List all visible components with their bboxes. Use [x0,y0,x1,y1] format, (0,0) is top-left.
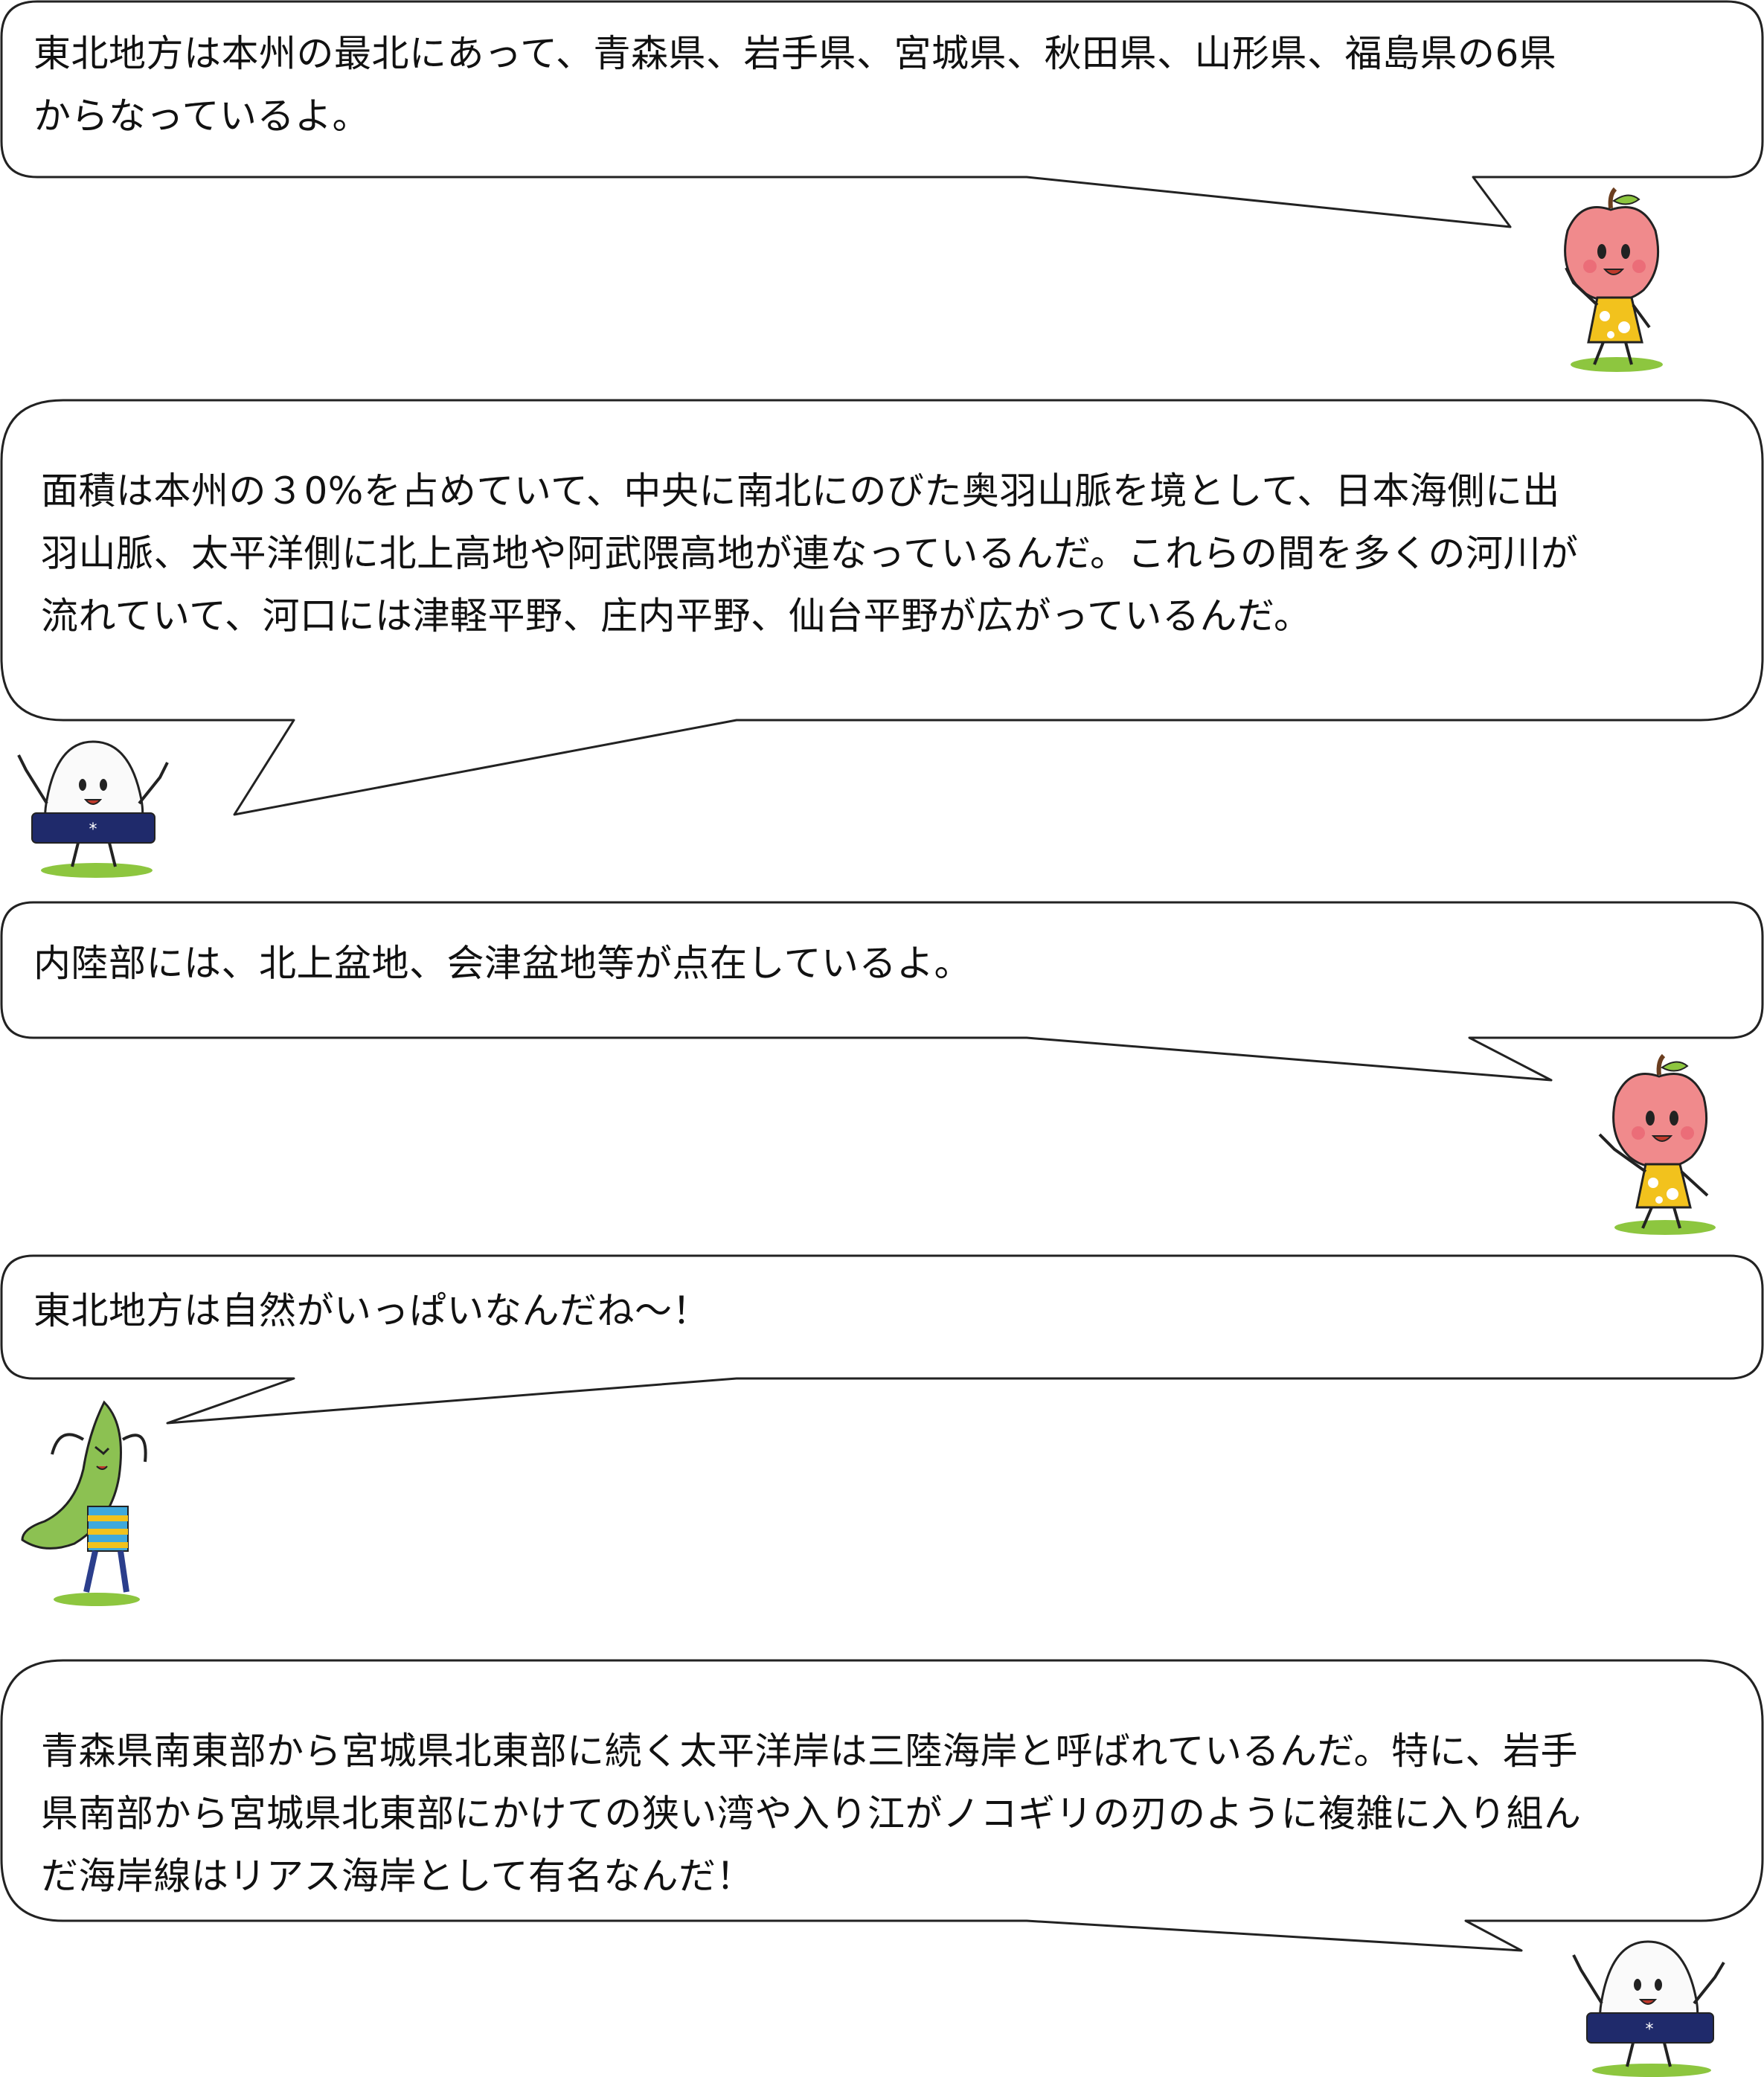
bubble-line: だ海岸線はリアス海岸として有名なんだ！ [41,1855,754,1898]
bubble-line: からなっているよ。 [33,94,370,138]
speech-bubble-1-text: 東北地方は本州の最北にあって、青森県、岩手県、宮城県、秋田県、山形県、福島県の6… [33,22,1556,147]
speech-bubble-3-text: 内陸部には、北上盆地、会津盆地等が点在しているよ。 [33,932,972,995]
bubble-line: 東北地方は自然がいっぱいなんだね～！ [33,1289,710,1332]
speech-bubble-3 [0,901,1764,1082]
svg-text:*: * [89,821,97,839]
bubble-line: 羽山脈、太平洋側に北上高地や阿武隈高地が連なっているんだ。これらの間を多くの河川… [41,532,1579,575]
speech-bubble-4 [0,1254,1764,1425]
edamame-mascot-icon [21,1400,147,1606]
speech-bubble-5 [0,1659,1764,1952]
rice-ball-mascot-icon: * [1572,1940,1725,2077]
rice-ball-mascot-icon: * [17,740,169,878]
apple-mascot-icon [1598,1053,1716,1235]
svg-text:*: * [1646,2020,1654,2039]
bubble-line: 流れていて、河口には津軽平野、庄内平野、仙台平野が広がっているんだ。 [41,594,1312,638]
speech-bubble-2-text: 面積は本州の３0%を占めていて、中央に南北にのびた奥羽山脈を境として、日本海側に… [41,460,1579,647]
bubble-line: 面積は本州の３0%を占めていて、中央に南北にのびた奥羽山脈を境として、日本海側に… [41,469,1560,513]
bubble-line: 内陸部には、北上盆地、会津盆地等が点在しているよ。 [33,942,972,985]
bubble-line: 青森県南東部から宮城県北東部に続く太平洋岸は三陸海岸と呼ばれているんだ。特に、岩… [41,1730,1578,1773]
bubble-line: 東北地方は本州の最北にあって、青森県、岩手県、宮城県、秋田県、山形県、福島県の6… [33,32,1557,75]
speech-bubble-2 [0,399,1764,816]
bubble-line: 県南部から宮城県北東部にかけての狭い湾や入り江がノコギリの刃のように複雑に入り組… [41,1792,1582,1835]
apple-mascot-icon [1564,187,1663,372]
speech-bubble-4-text: 東北地方は自然がいっぱいなんだね～！ [33,1280,710,1342]
speech-bubble-5-text: 青森県南東部から宮城県北東部に続く太平洋岸は三陸海岸と呼ばれているんだ。特に、岩… [41,1720,1582,1907]
speech-bubble-1 [0,0,1764,228]
